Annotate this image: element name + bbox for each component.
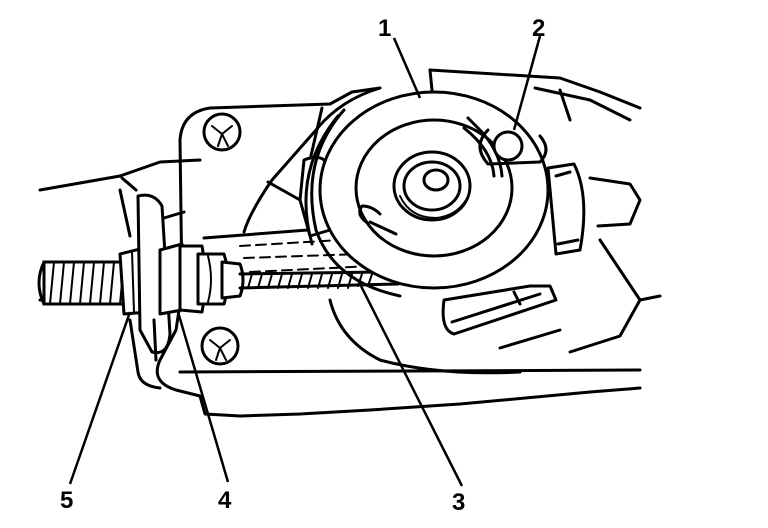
screw-top bbox=[202, 112, 242, 152]
right-clip bbox=[546, 162, 586, 256]
callout-1: 1 bbox=[378, 15, 391, 42]
leader-5 bbox=[68, 311, 132, 485]
wheel-hub bbox=[392, 150, 472, 222]
callout-labels: 1 2 3 4 5 bbox=[60, 15, 545, 516]
callout-5: 5 bbox=[60, 487, 73, 514]
threaded-rod bbox=[37, 260, 132, 306]
leader-lines bbox=[68, 35, 542, 487]
leader-3 bbox=[358, 283, 464, 487]
housing bbox=[428, 68, 662, 354]
leader-2 bbox=[512, 35, 542, 131]
screw-bottom bbox=[200, 326, 240, 366]
callout-3: 3 bbox=[452, 489, 465, 516]
callout-2: 2 bbox=[532, 15, 545, 42]
leader-1 bbox=[392, 37, 422, 99]
callout-4: 4 bbox=[218, 487, 232, 514]
lower-latch bbox=[441, 284, 558, 336]
cable-ferrule bbox=[196, 252, 245, 306]
leader-4 bbox=[176, 311, 230, 483]
index-pin bbox=[478, 128, 548, 166]
